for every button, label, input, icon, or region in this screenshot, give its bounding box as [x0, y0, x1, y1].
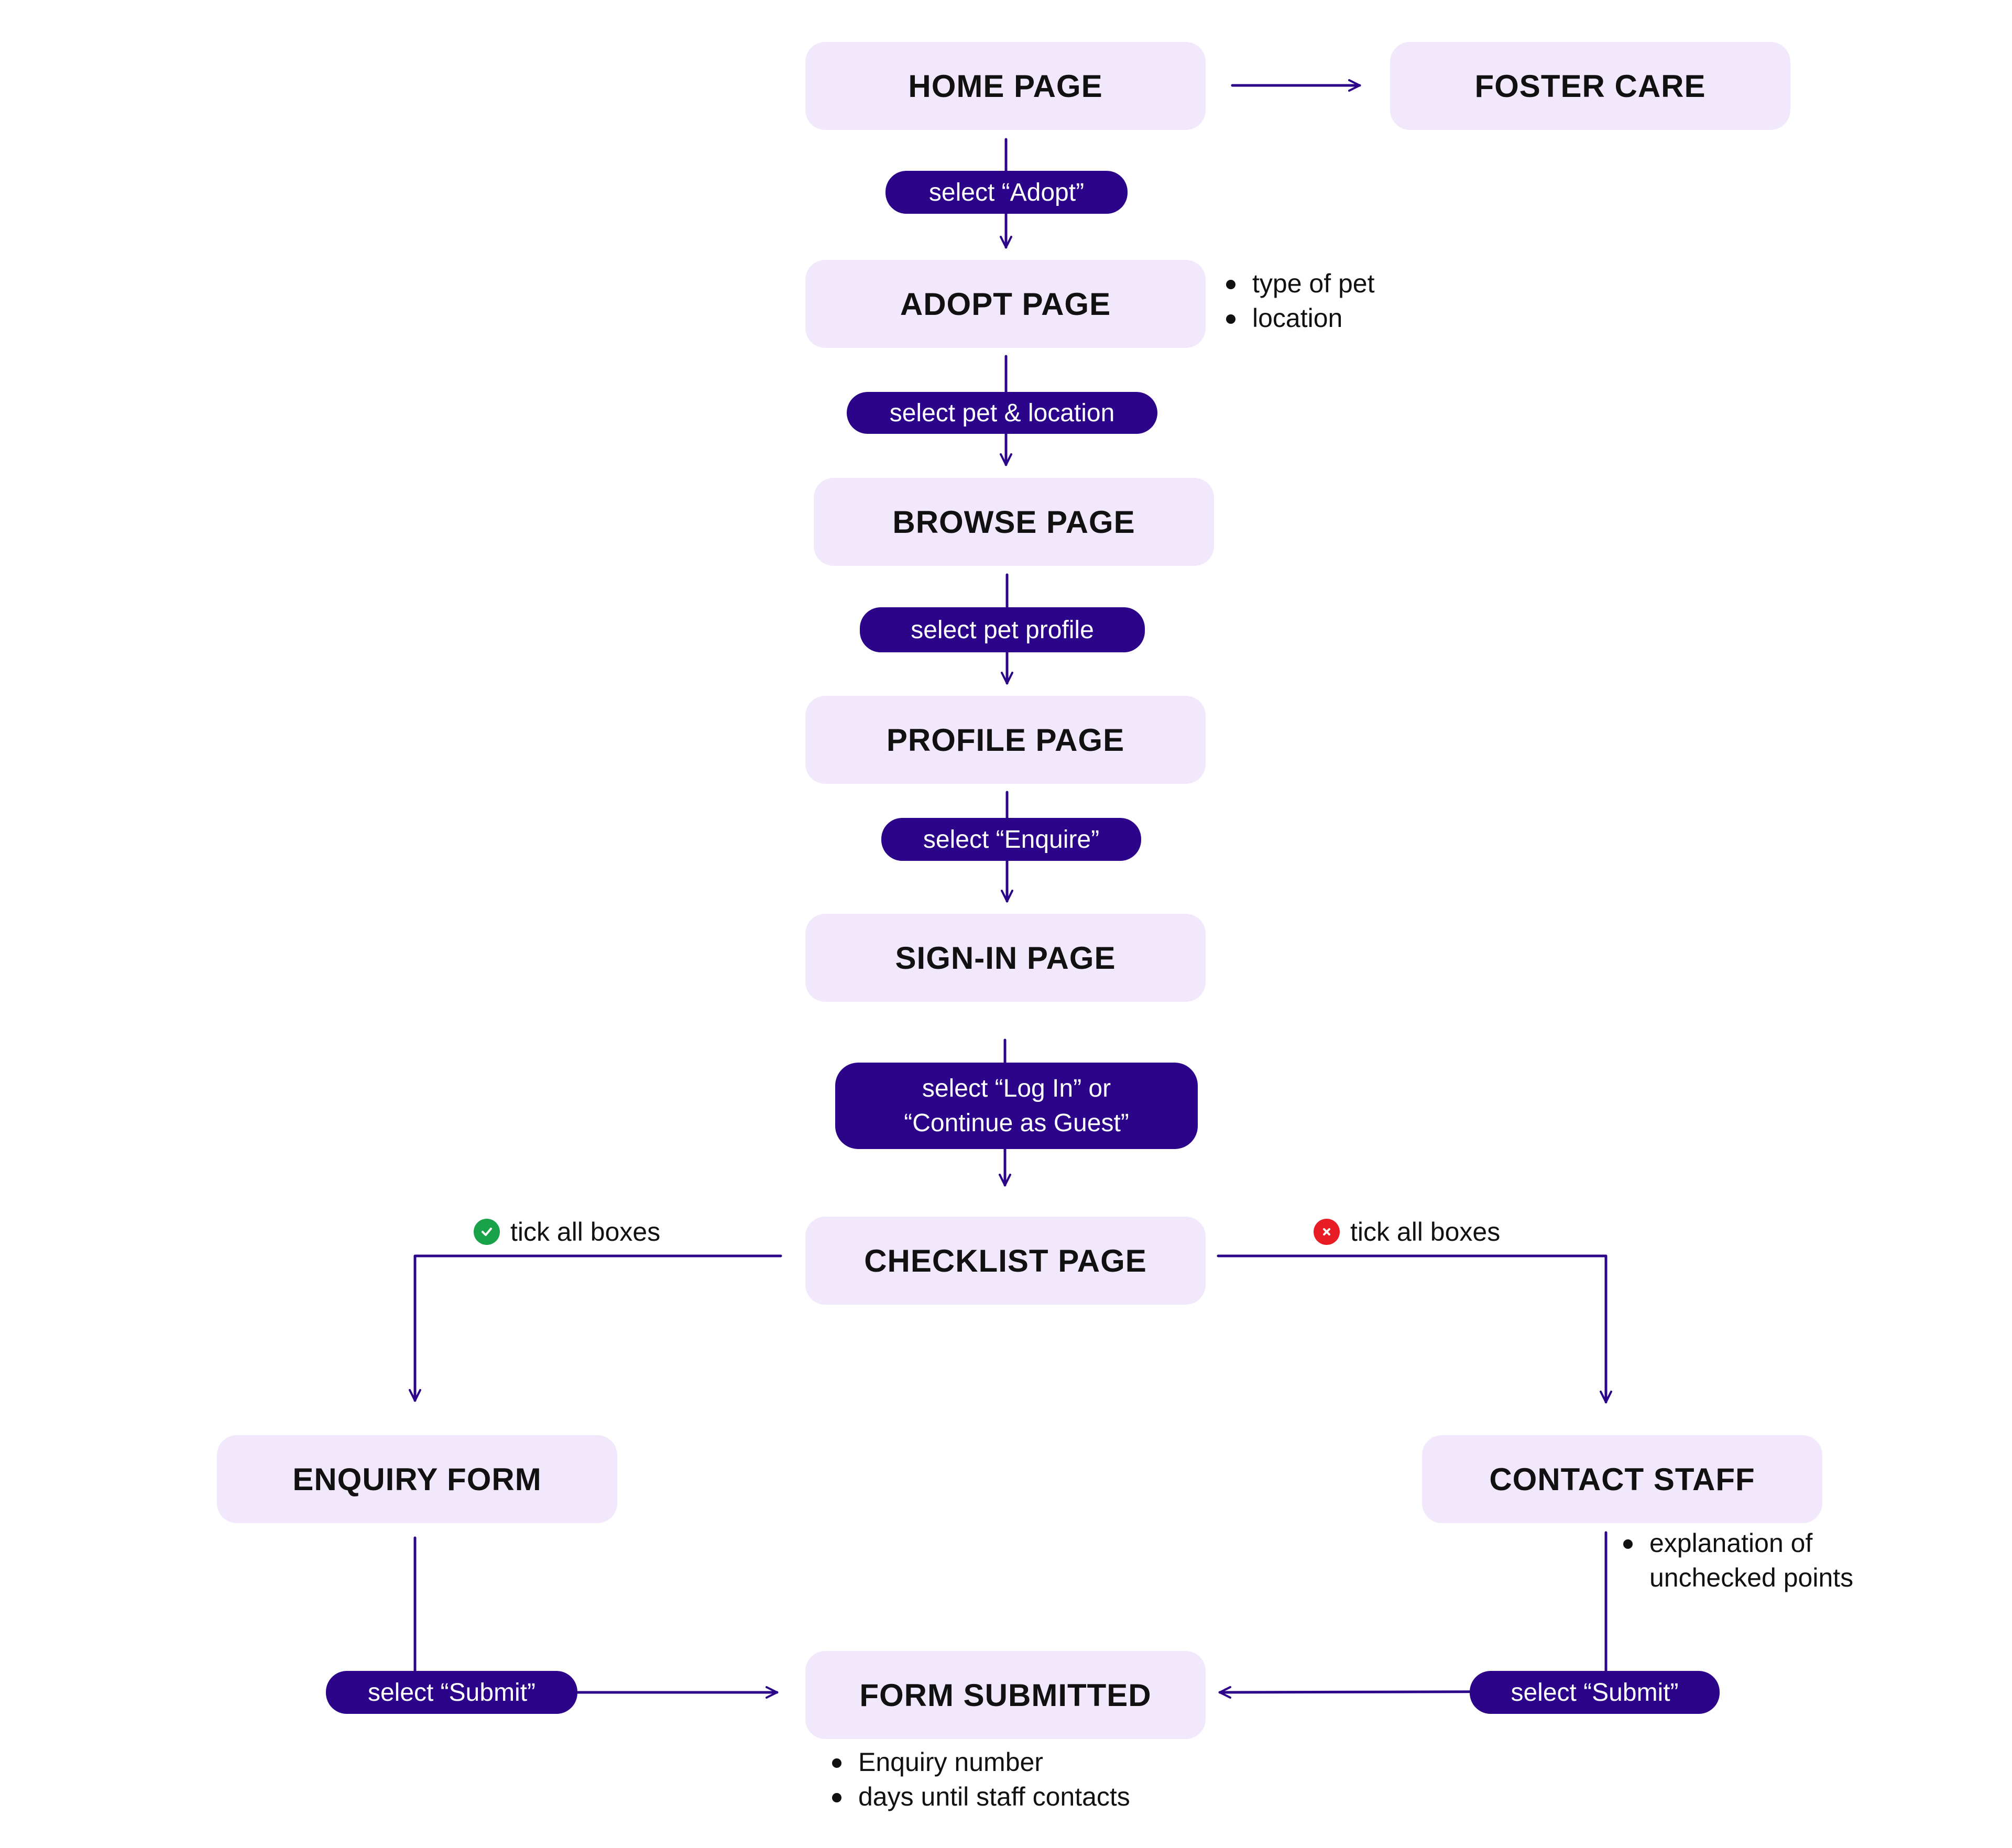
action-login-line-2: “Continue as Guest” [904, 1109, 1129, 1137]
node-profile-page: PROFILE PAGE [805, 696, 1206, 784]
arrow-contact-to-submitted [1218, 1531, 1608, 1699]
action-select-enquire: select “Enquire” [881, 818, 1141, 861]
node-foster-care: FOSTER CARE [1390, 42, 1790, 130]
node-signin-page: SIGN-IN PAGE [805, 914, 1206, 1002]
arrow-enquiry-to-submitted [413, 1536, 779, 1699]
action-select-adopt: select “Adopt” [885, 171, 1128, 214]
condition-fail-label: tick all boxes [1350, 1217, 1501, 1246]
node-enquiry-form: ENQUIRY FORM [217, 1435, 617, 1523]
node-browse-page: BROWSE PAGE [814, 478, 1214, 566]
form-submitted-notes: Enquiry number days until staff contacts [829, 1745, 1130, 1814]
action-select-login-or-guest: select “Log In” or “Continue as Guest” [835, 1063, 1198, 1149]
adopt-page-notes: type of pet location [1223, 266, 1375, 335]
condition-pass-label: tick all boxes [510, 1217, 661, 1246]
note-item: type of pet [1223, 266, 1375, 301]
condition-fail: tick all boxes [1314, 1217, 1500, 1247]
note-item: location [1223, 301, 1375, 335]
action-select-submit-right: select “Submit” [1470, 1671, 1720, 1714]
condition-pass: tick all boxes [474, 1217, 660, 1247]
action-select-pet-location: select pet & location [847, 392, 1157, 434]
node-form-submitted: FORM SUBMITTED [805, 1651, 1206, 1739]
note-item-continuation: unchecked points [1649, 1563, 1854, 1592]
note-item: explanation of [1620, 1526, 1853, 1560]
node-adopt-page: ADOPT PAGE [805, 260, 1206, 348]
action-select-pet-profile: select pet profile [860, 607, 1145, 652]
arrow-checklist-to-enquiry [409, 1254, 782, 1402]
contact-staff-notes: explanation of unchecked points [1620, 1526, 1853, 1595]
x-circle-icon [1314, 1219, 1340, 1245]
node-checklist-page: CHECKLIST PAGE [805, 1217, 1206, 1305]
node-contact-staff: CONTACT STAFF [1422, 1435, 1822, 1523]
action-select-submit-left: select “Submit” [326, 1671, 577, 1714]
note-item: days until staff contacts [829, 1779, 1130, 1814]
check-circle-icon [474, 1219, 500, 1245]
action-login-line-1: select “Log In” or [922, 1074, 1111, 1102]
note-item: Enquiry number [829, 1745, 1130, 1779]
node-home-page: HOME PAGE [805, 42, 1206, 130]
arrow-checklist-to-contact [1217, 1254, 1612, 1404]
